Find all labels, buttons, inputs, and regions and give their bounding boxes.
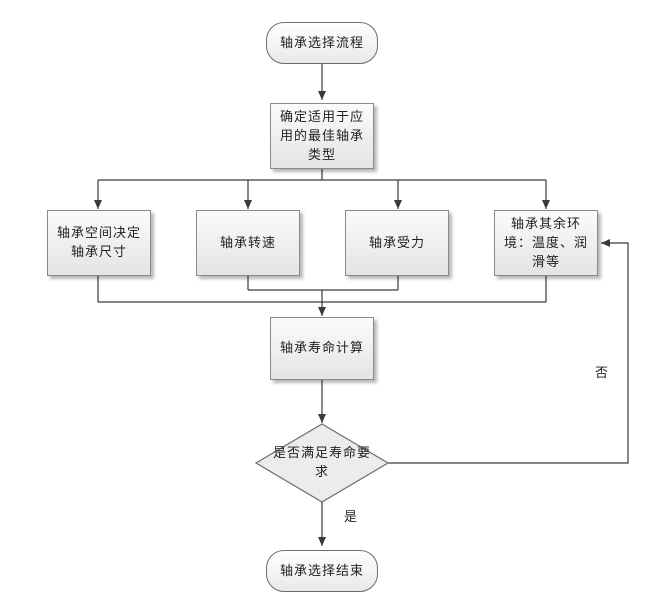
decision-diamond	[254, 423, 390, 503]
decision-label: 是否满足寿命要求	[272, 446, 371, 480]
load-box: 轴承受力	[345, 210, 449, 276]
space-label: 轴承空间决定轴承尺寸	[56, 226, 141, 260]
start-label: 轴承选择流程	[279, 35, 364, 51]
environment-label: 轴承其余环境：温度、润滑等	[503, 216, 588, 270]
life-calc-box: 轴承寿命计算	[270, 317, 374, 380]
life-calc-label: 轴承寿命计算	[279, 341, 364, 356]
end-terminal: 轴承选择结束	[266, 550, 378, 592]
speed-box: 轴承转速	[196, 210, 300, 276]
determine-type-box: 确定适用于应用的最佳轴承类型	[270, 103, 374, 169]
edge-decision-no	[388, 239, 629, 464]
start-terminal: 轴承选择流程	[266, 22, 378, 64]
environment-box: 轴承其余环境：温度、润滑等	[494, 210, 598, 276]
end-label: 轴承选择结束	[279, 563, 364, 579]
load-label: 轴承受力	[368, 235, 425, 251]
speed-label: 轴承转速	[219, 235, 276, 251]
space-box: 轴承空间决定轴承尺寸	[47, 210, 151, 276]
yes-label: 是	[344, 510, 358, 525]
no-label: 否	[595, 366, 609, 381]
determine-type-label: 确定适用于应用的最佳轴承类型	[279, 109, 364, 163]
